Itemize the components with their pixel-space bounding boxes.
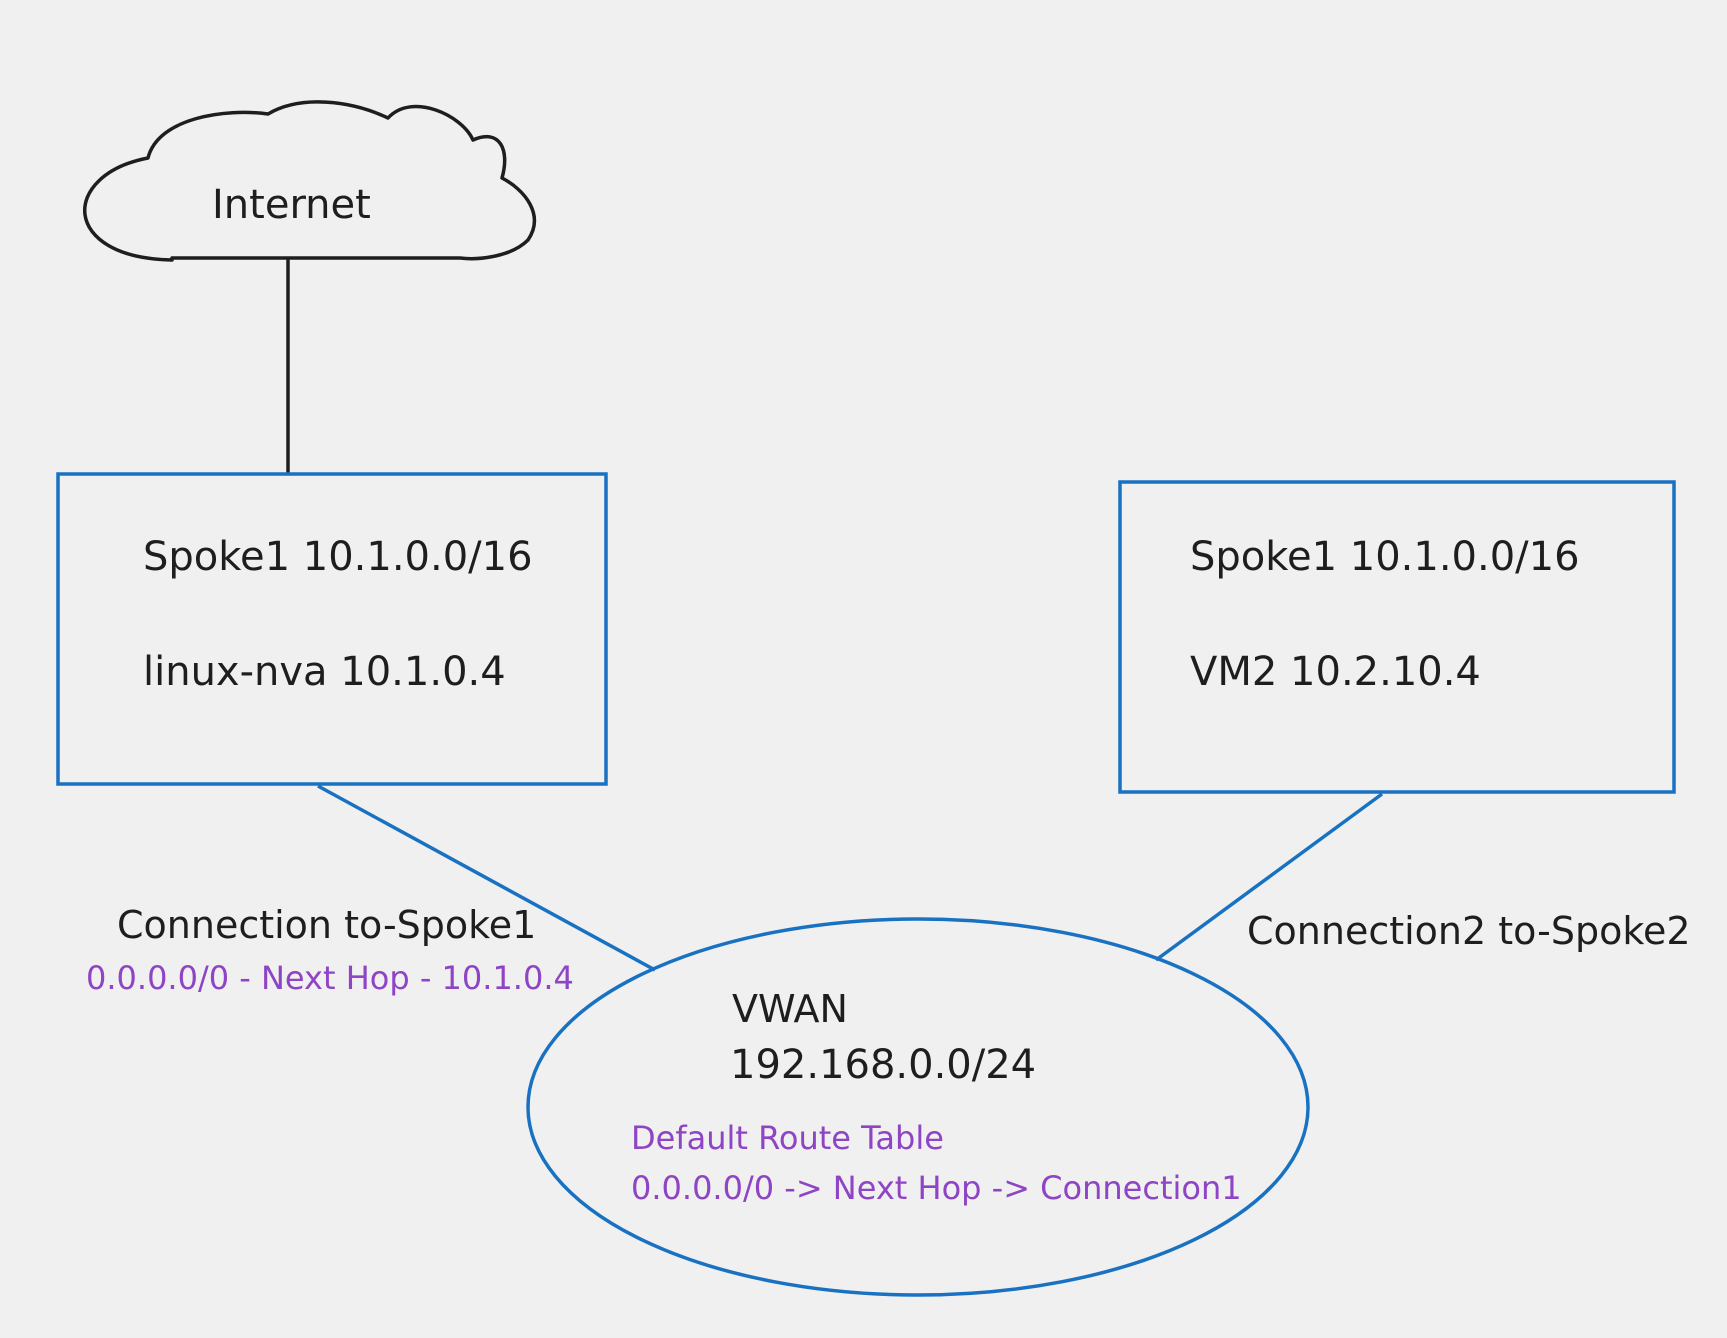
vwan-route-table-title: Default Route Table [631,1119,944,1157]
spoke-left-box [56,472,608,786]
spoke-right-title: Spoke1 10.1.0.0/16 [1190,534,1580,580]
vwan-name: VWAN [732,987,848,1031]
spoke-right-box [1118,480,1676,794]
vwan-cidr: 192.168.0.0/24 [730,1042,1037,1088]
cloud-label: Internet [212,182,371,228]
cloud-icon [82,100,536,262]
spoke-left-title: Spoke1 10.1.0.0/16 [143,534,533,580]
vwan-ellipse [526,917,1310,1297]
vwan-route-table-entry: 0.0.0.0/0 -> Next Hop -> Connection1 [631,1169,1242,1207]
connection-right-link [1154,792,1384,962]
spoke-left-host: linux-nva 10.1.0.4 [143,649,506,695]
connection-left-link [317,784,656,972]
spoke-right-host: VM2 10.2.10.4 [1190,649,1481,695]
connection-left-label: Connection to-Spoke1 [117,903,537,947]
connection-right-label: Connection2 to-Spoke2 [1247,909,1691,953]
connection-left-route: 0.0.0.0/0 - Next Hop - 10.1.0.4 [86,959,574,997]
